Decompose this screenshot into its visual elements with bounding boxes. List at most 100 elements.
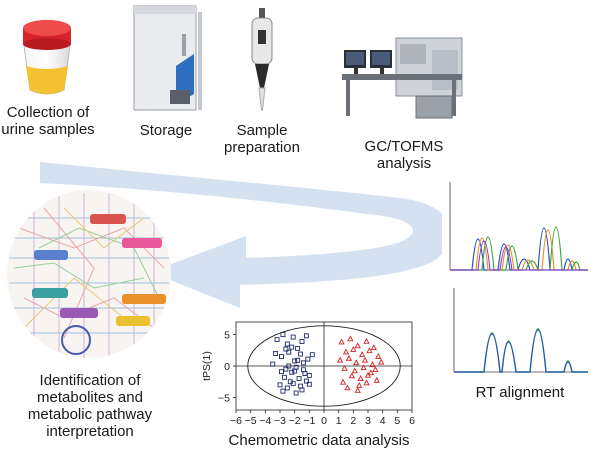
class1-point <box>283 366 289 372</box>
class1-point <box>280 388 286 394</box>
x-tick-label: 5 <box>394 415 400 427</box>
class2-point <box>370 344 378 351</box>
urine-cup-icon <box>23 20 71 95</box>
class2-point <box>341 364 348 371</box>
x-tick-label: 4 <box>380 415 386 427</box>
x-tick-label: −4 <box>259 415 271 427</box>
freezer-icon <box>133 5 202 111</box>
class1-point <box>274 337 280 343</box>
y-tick-label: 5 <box>224 330 230 342</box>
class1-point <box>295 357 301 363</box>
class2-point <box>378 358 385 365</box>
y-axis-label: tPS(1) <box>201 351 213 381</box>
class1-point <box>279 354 284 360</box>
aligned-chromatogram-plot <box>453 288 588 373</box>
class1-point <box>284 341 290 347</box>
class1-point <box>303 378 309 384</box>
class1-point <box>277 382 283 388</box>
class1-point <box>289 344 295 350</box>
class2-point <box>369 361 376 367</box>
class1-point <box>299 387 305 393</box>
class2-point <box>361 356 369 363</box>
class1-point <box>296 376 302 382</box>
x-tick-label: −3 <box>274 415 286 427</box>
class2-point <box>357 375 364 381</box>
class1-point <box>301 360 306 366</box>
class2-point <box>354 386 361 393</box>
raw-chromatogram-plot <box>442 178 592 278</box>
gc-tofms-instrument-icon <box>342 37 463 119</box>
identification-label: Identification of metabolites and metabo… <box>27 372 153 440</box>
pipette-icon <box>251 8 273 111</box>
class1-point <box>299 339 305 344</box>
x-tick-label: 1 <box>336 415 342 427</box>
class2-point <box>366 347 373 354</box>
class1-point <box>270 361 276 367</box>
class1-point <box>283 346 289 352</box>
chemometric-label: Chemometric data analysis <box>228 432 410 449</box>
class1-point <box>290 334 296 340</box>
class1-point <box>290 381 296 387</box>
x-tick-label: 3 <box>365 415 371 427</box>
class2-point <box>363 337 370 344</box>
class1-point <box>284 385 290 391</box>
class1-point <box>273 350 279 356</box>
x-tick-label: −2 <box>289 415 301 427</box>
x-tick-label: −1 <box>303 415 315 427</box>
class1-point <box>295 345 301 351</box>
class1-point <box>279 369 284 375</box>
class2-point <box>367 369 375 376</box>
class2-point <box>372 366 379 373</box>
class2-point <box>339 378 347 385</box>
class2-point <box>356 381 363 388</box>
class2-point <box>364 371 372 378</box>
confidence-ellipse <box>247 325 401 407</box>
class2-point <box>363 379 370 386</box>
class1-point <box>289 369 295 375</box>
class2-point <box>347 335 354 342</box>
x-tick-label: 6 <box>409 415 415 427</box>
class1-point <box>305 356 311 362</box>
class1-point <box>293 390 299 396</box>
class1-point <box>286 349 292 355</box>
preparation-label: Sample preparation <box>224 122 300 156</box>
class2-point <box>342 348 350 355</box>
class1-point <box>292 368 298 374</box>
x-tick-label: 2 <box>350 415 356 427</box>
x-tick-label: −6 <box>230 415 242 427</box>
class1-point <box>281 374 287 380</box>
metabolic-pathway-map <box>7 190 171 358</box>
class2-point <box>375 353 382 359</box>
gc-tofms-label: GC/TOFMS analysis <box>364 138 444 172</box>
class2-point <box>338 338 345 345</box>
rt-alignment-label: RT alignment <box>475 384 565 401</box>
class1-point <box>298 351 303 357</box>
y-tick-label: −5 <box>218 392 230 404</box>
class2-point <box>351 367 358 374</box>
x-tick-label: 0 <box>321 415 327 427</box>
class1-point <box>306 372 312 378</box>
class1-point <box>303 333 309 339</box>
class1-point <box>292 358 298 364</box>
class2-point <box>354 342 361 349</box>
class2-point <box>350 346 357 352</box>
y-tick-label: 0 <box>224 361 230 373</box>
x-tick-label: −5 <box>245 415 257 427</box>
class2-point <box>353 359 360 366</box>
class2-point <box>360 364 367 371</box>
class2-point <box>344 384 351 391</box>
storage-label: Storage <box>139 122 193 139</box>
class2-point <box>336 356 344 363</box>
class1-point <box>301 367 306 373</box>
class2-point <box>345 354 353 361</box>
class1-point <box>280 332 286 338</box>
class1-point <box>306 381 312 387</box>
class2-point <box>373 376 380 383</box>
class1-point <box>309 352 315 358</box>
collection-label: Collection of urine samples <box>1 104 95 138</box>
class1-point <box>286 363 292 369</box>
class2-point <box>348 372 356 379</box>
class2-point <box>358 351 366 357</box>
